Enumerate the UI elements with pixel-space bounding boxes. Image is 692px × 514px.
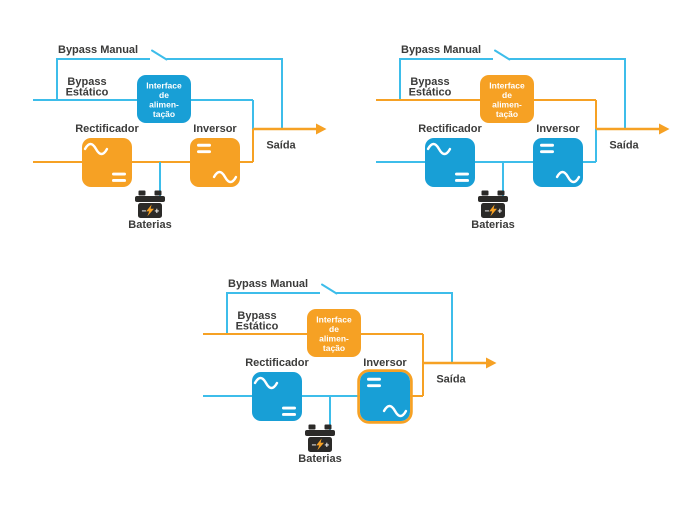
inverter-ac-sine-icon: [212, 170, 238, 184]
bypass-manual-line: [226, 292, 453, 363]
battery-minus-label: −: [311, 441, 316, 450]
interface-box: [480, 75, 534, 123]
output-arrowhead-icon: [316, 123, 327, 135]
interface-label-line4: tação: [496, 109, 518, 119]
bypass-manual-line: [399, 58, 626, 129]
inverter-ac-sine-icon: [382, 404, 408, 418]
switch-blade-icon: [151, 49, 168, 61]
inverter-label: Inversor: [363, 357, 407, 369]
bypass-static-label-line2: Estático: [66, 87, 109, 99]
batteries-label: Baterias: [471, 219, 514, 231]
bypass-manual-label: Bypass Manual: [228, 278, 308, 290]
battery-icon: − +: [135, 190, 165, 218]
bypass-static-label-line1: Bypass: [67, 76, 106, 88]
battery-terminal-right: [154, 190, 162, 196]
inverter-label: Inversor: [193, 123, 237, 135]
output-label: Saída: [609, 140, 639, 152]
interface-label-line1: Interface: [316, 315, 352, 325]
interface-label-line2: de: [502, 90, 512, 100]
interface-label-line2: de: [159, 90, 169, 100]
rectifier-label: Rectificador: [245, 357, 309, 369]
interface-label-line1: Interface: [146, 81, 182, 91]
interface-label-line4: tação: [323, 343, 345, 353]
lightning-bolt-icon: [146, 204, 154, 217]
ups-diagram-top-right: Interface de alimen- tação − +: [376, 38, 676, 238]
inverter-dc-equals-icon: [367, 377, 381, 388]
battery-terminal-left: [308, 424, 316, 430]
interface-box: [137, 75, 191, 123]
battery-icon: − +: [478, 190, 508, 218]
inverter-label: Inversor: [536, 123, 580, 135]
switch-blade-icon: [321, 283, 338, 295]
rectifier-ac-sine-icon: [253, 376, 279, 390]
battery-terminal-right: [497, 190, 505, 196]
output-arrowhead-icon: [659, 123, 670, 135]
interface-label-line1: Interface: [489, 81, 525, 91]
battery-cap: [305, 430, 335, 436]
output-arrowhead-icon: [486, 357, 497, 369]
battery-terminal-left: [481, 190, 489, 196]
battery-plus-label: +: [154, 207, 159, 216]
inverter-dc-equals-icon: [540, 143, 554, 154]
bypass-static-label-line2: Estático: [409, 87, 452, 99]
inverter-ac-sine-icon: [555, 170, 581, 184]
output-label: Saída: [436, 374, 466, 386]
bypass-static-label-line2: Estático: [236, 321, 279, 333]
interface-label-line4: tação: [153, 109, 175, 119]
interface-label-line3: alimen-: [149, 100, 179, 110]
battery-minus-label: −: [141, 207, 146, 216]
ups-diagram-svg: Interface de alimen- tação − +: [376, 44, 670, 231]
ups-diagram-svg: Interface de alimen- tação − +: [33, 44, 327, 231]
batteries-label: Baterias: [298, 453, 341, 465]
bypass-static-label-line1: Bypass: [410, 76, 449, 88]
inverter-highlight-outline: [357, 369, 413, 424]
interface-label-line3: alimen-: [319, 334, 349, 344]
lightning-bolt-icon: [316, 438, 324, 451]
rectifier-ac-sine-icon: [426, 142, 452, 156]
battery-cap: [478, 196, 508, 202]
rectifier-dc-equals-icon: [455, 172, 469, 182]
bypass-static-label-line1: Bypass: [237, 310, 276, 322]
interface-box: [307, 309, 361, 357]
rectifier-dc-equals-icon: [112, 172, 126, 182]
inverter-dc-equals-icon: [197, 143, 211, 154]
battery-plus-label: +: [497, 207, 502, 216]
ups-diagram-bottom-center: Interface de alimen- tação − +: [203, 272, 503, 472]
bypass-manual-line: [56, 58, 283, 129]
rectifier-ac-sine-icon: [83, 142, 109, 156]
rectifier-label: Rectificador: [75, 123, 139, 135]
rectifier-label: Rectificador: [418, 123, 482, 135]
battery-minus-label: −: [484, 207, 489, 216]
battery-icon: − +: [305, 424, 335, 452]
interface-label-line3: alimen-: [492, 100, 522, 110]
rectifier-dc-equals-icon: [282, 406, 296, 416]
battery-terminal-right: [324, 424, 332, 430]
battery-cap: [135, 196, 165, 202]
interface-label-line2: de: [329, 324, 339, 334]
batteries-label: Baterias: [128, 219, 171, 231]
output-label: Saída: [266, 140, 296, 152]
bypass-manual-label: Bypass Manual: [401, 44, 481, 56]
battery-plus-label: +: [324, 441, 329, 450]
switch-blade-icon: [494, 49, 511, 61]
lightning-bolt-icon: [489, 204, 497, 217]
ups-diagram-top-left: Interface de alimen- tação − +: [33, 38, 333, 238]
ups-diagram-svg: Interface de alimen- tação − +: [203, 278, 497, 465]
bypass-manual-label: Bypass Manual: [58, 44, 138, 56]
battery-terminal-left: [138, 190, 146, 196]
